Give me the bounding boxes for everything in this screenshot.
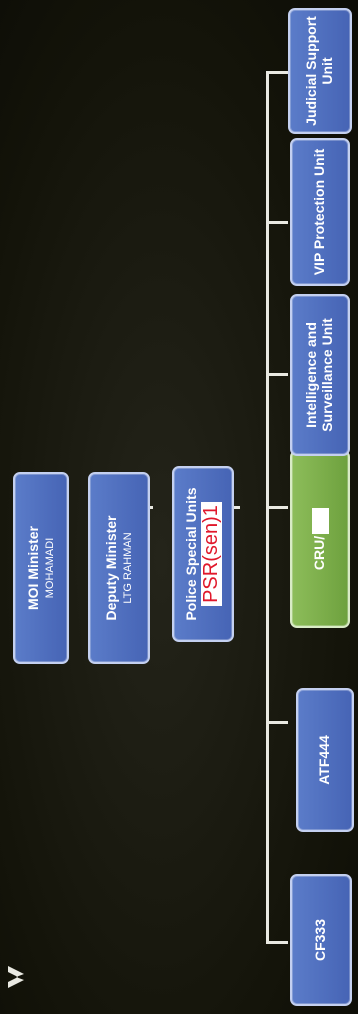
psu-title: Police Special Units — [182, 487, 199, 621]
unit-intel-label: Intelligence and Surveillance Unit — [303, 318, 335, 432]
minister-title: MOI Minister — [25, 526, 41, 611]
branch-atf444 — [266, 721, 288, 724]
unit-cru-content: CRU/ — [310, 507, 329, 571]
deputy-title: Deputy Minister — [103, 515, 119, 621]
deputy-box: Deputy Minister LTG RAHMAN — [88, 472, 150, 664]
unit-cru-label: CRU/ — [310, 535, 327, 571]
psu-annotation: PSR(sen)1 — [200, 502, 223, 606]
minister-box: MOI Minister MOHAMADI — [13, 472, 69, 664]
branch-vip — [266, 221, 288, 224]
branch-cru — [266, 506, 288, 509]
unit-vip: VIP Protection Unit — [290, 138, 350, 286]
branch-intel — [266, 373, 288, 376]
branch-judicial — [266, 71, 288, 74]
unit-vip-label: VIP Protection Unit — [311, 148, 328, 276]
unit-judicial: Judicial Support Unit — [288, 8, 352, 134]
unit-atf444: ATF444 — [296, 688, 354, 832]
redaction-block — [311, 507, 329, 534]
psu-box: Police Special Units PSR(sen)1 — [172, 466, 234, 642]
branch-cf333 — [266, 941, 288, 944]
unit-cru: CRU/ — [290, 450, 350, 628]
emblem-icon — [8, 966, 24, 988]
unit-cf333: CF333 — [290, 874, 352, 1006]
unit-intel: Intelligence and Surveillance Unit — [290, 294, 350, 456]
unit-judicial-label: Judicial Support Unit — [303, 16, 335, 126]
unit-cf333-label: CF333 — [312, 918, 329, 962]
unit-atf444-label: ATF444 — [316, 735, 333, 785]
deputy-name: LTG RAHMAN — [121, 532, 134, 604]
minister-name: MOHAMADI — [43, 537, 56, 599]
